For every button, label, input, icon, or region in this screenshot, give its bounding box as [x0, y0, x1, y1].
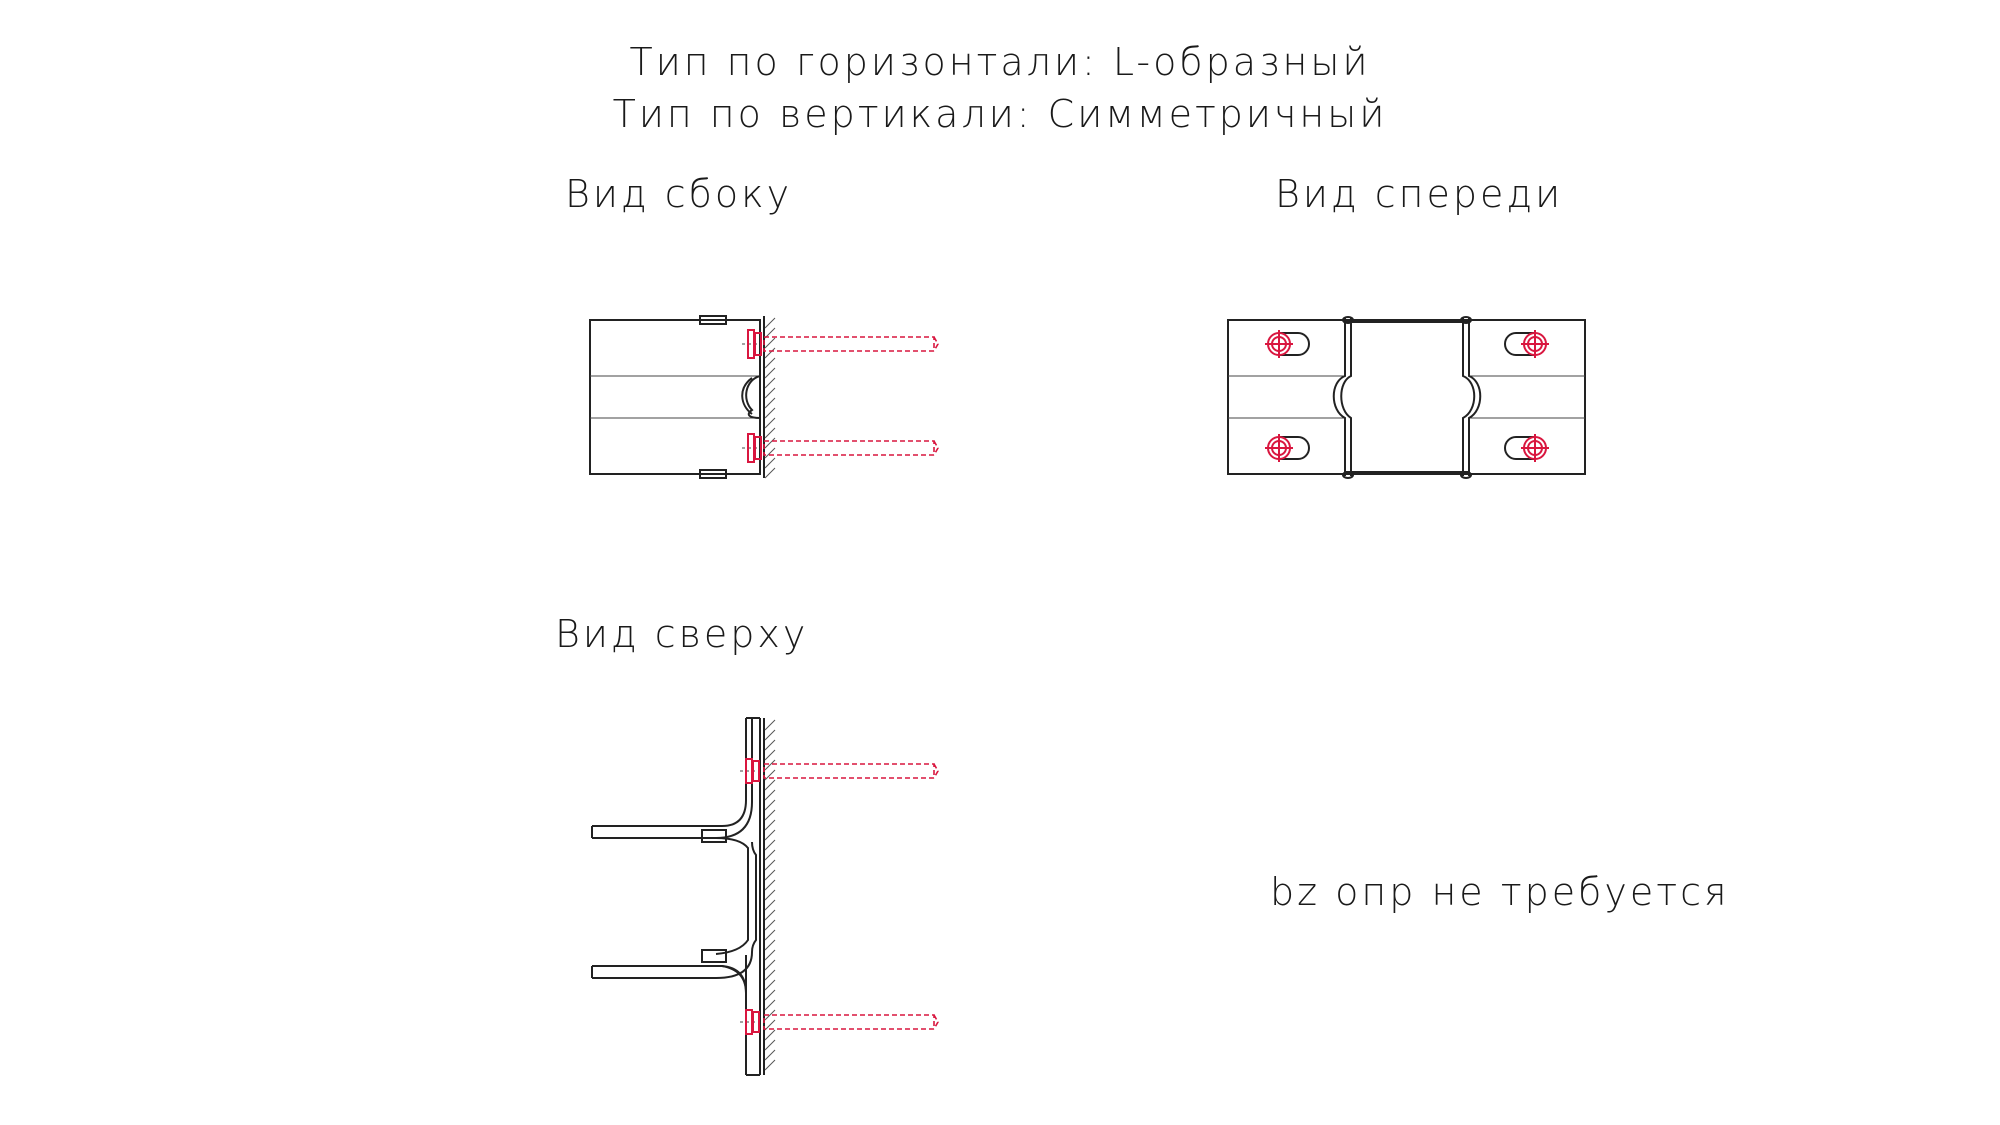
hatch-line: [764, 829, 776, 841]
front-view-title: Вид спереди: [1275, 172, 1564, 216]
top-view-title: Вид сверху: [555, 612, 809, 656]
hatch-line: [764, 719, 776, 731]
hatch-line: [764, 969, 776, 981]
hatch-line: [764, 819, 776, 831]
hatch-line: [764, 979, 776, 991]
hatch-line: [764, 939, 776, 951]
hatch-line: [764, 859, 776, 871]
hatch-line: [764, 357, 776, 369]
hatch-line: [764, 397, 776, 409]
hatch-line: [764, 779, 776, 791]
hatch-line: [764, 447, 776, 459]
hatch-line: [764, 889, 776, 901]
hatch-line: [764, 367, 776, 379]
hatch-line: [764, 437, 776, 449]
hatch-line: [764, 1039, 776, 1051]
hatch-line: [764, 739, 776, 751]
hatch-line: [764, 457, 776, 469]
hatch-line: [764, 849, 776, 861]
front-view-bracket: [1227, 316, 1586, 479]
top-view-bolt-bottom: [740, 1009, 939, 1035]
hatch-line: [764, 1029, 776, 1041]
hatch-line: [764, 317, 776, 329]
hatch-line: [764, 1049, 776, 1061]
hatch-line: [764, 1009, 776, 1021]
hatch-line: [764, 729, 776, 741]
side-view-bracket: [589, 315, 761, 479]
side-view-bolt-bottom: [742, 433, 939, 463]
side-view-wall-hatching: [764, 317, 776, 479]
note-text: bz опр не требуется: [1270, 870, 1730, 914]
hatch-line: [764, 959, 776, 971]
hatch-line: [764, 387, 776, 399]
side-view-bolt-top: [742, 329, 939, 359]
hatch-line: [764, 1019, 776, 1031]
hatch-line: [764, 809, 776, 821]
front-view-bolt-bottom-left: [1265, 434, 1310, 462]
hatch-line: [764, 347, 776, 359]
hatch-line: [764, 989, 776, 1001]
hatch-line: [764, 879, 776, 891]
hatch-line: [764, 417, 776, 429]
hatch-line: [764, 427, 776, 439]
hatch-line: [764, 909, 776, 921]
front-view-bolt-top-right: [1504, 330, 1549, 358]
hatch-line: [764, 337, 776, 349]
hatch-line: [764, 869, 776, 881]
hatch-line: [764, 749, 776, 761]
top-view-bolt-top: [740, 758, 939, 784]
top-view-bracket: [591, 717, 761, 1076]
header-vertical-type: Тип по вертикали: Симметричный: [612, 92, 1388, 136]
side-view-title: Вид сбоку: [565, 172, 793, 216]
hatch-line: [764, 929, 776, 941]
hatch-line: [764, 769, 776, 781]
top-view-wall-hatching: [764, 719, 776, 1071]
hatch-line: [764, 1059, 776, 1071]
hatch-line: [764, 759, 776, 771]
hatch-line: [764, 899, 776, 911]
header-horizontal-type: Тип по горизонтали: L-образный: [629, 40, 1371, 84]
front-view-bolt-top-left: [1265, 330, 1310, 358]
hatch-line: [764, 839, 776, 851]
hatch-line: [764, 799, 776, 811]
hatch-line: [764, 919, 776, 931]
hatch-line: [764, 999, 776, 1011]
hatch-line: [764, 467, 776, 479]
hatch-line: [764, 949, 776, 961]
hatch-line: [764, 407, 776, 419]
hatch-line: [764, 789, 776, 801]
hatch-line: [764, 377, 776, 389]
front-view-bolt-bottom-right: [1504, 434, 1549, 462]
